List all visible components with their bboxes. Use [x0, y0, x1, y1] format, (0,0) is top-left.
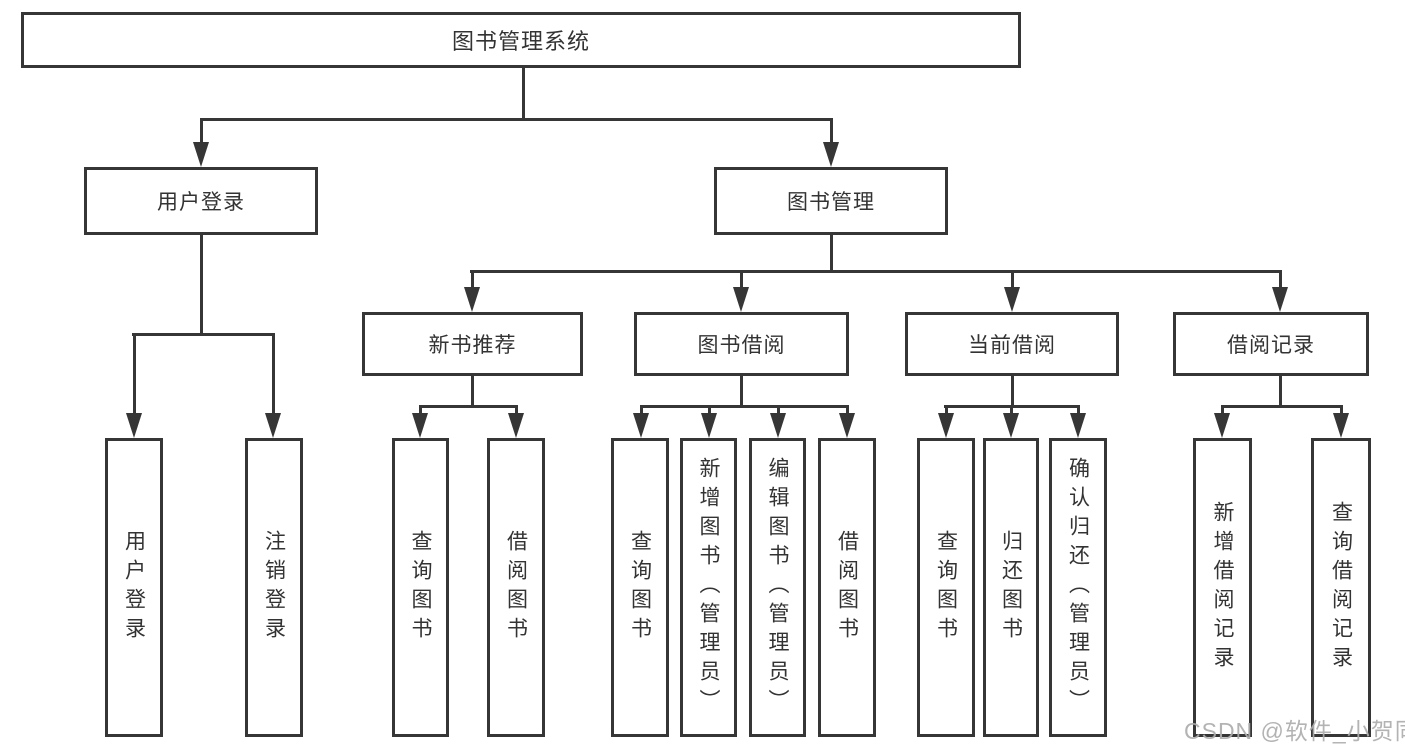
- arrow-down-icon: [1333, 405, 1349, 438]
- arrow-down-icon: [733, 270, 749, 312]
- edge-hline: [200, 118, 833, 121]
- arrow-down-icon: [1272, 270, 1288, 312]
- leaf-borrow-books: 借阅图书: [818, 438, 876, 737]
- leaf-query-books: 查询图书: [917, 438, 975, 737]
- arrow-down-icon: [265, 333, 281, 438]
- node-current-borrowing: 当前借阅: [905, 312, 1119, 376]
- edge-hline: [419, 405, 518, 408]
- arrow-down-icon: [508, 405, 524, 438]
- edge-vline: [470, 376, 474, 408]
- arrow-down-icon: [633, 405, 649, 438]
- edge-vline: [522, 68, 525, 121]
- leaf-user-login: 用户登录: [105, 438, 163, 737]
- edge-vline: [1278, 376, 1282, 408]
- leaf-borrow-books: 借阅图书: [487, 438, 545, 737]
- node-new-book-recommend: 新书推荐: [362, 312, 583, 376]
- node-library-management-system: 图书管理系统: [21, 12, 1021, 68]
- arrow-down-icon: [193, 118, 209, 167]
- edge-hline: [640, 405, 848, 408]
- leaf-query-books: 查询图书: [611, 438, 669, 737]
- node-book-borrowing: 图书借阅: [634, 312, 849, 376]
- leaf-add-borrow-record: 新增借阅记录: [1193, 438, 1252, 737]
- leaf-confirm-return-admin: 确认归还（管理员）: [1049, 438, 1107, 737]
- edge-vline: [1010, 376, 1014, 408]
- edge-hline: [470, 270, 1282, 273]
- edge-vline: [829, 235, 833, 273]
- arrow-down-icon: [823, 118, 839, 167]
- node-user-login: 用户登录: [84, 167, 318, 235]
- node-borrowing-records: 借阅记录: [1173, 312, 1369, 376]
- leaf-query-borrow-record: 查询借阅记录: [1311, 438, 1371, 737]
- csdn-watermark: CSDN @软件_小贺同学: [1184, 718, 1405, 744]
- leaf-return-books: 归还图书: [983, 438, 1039, 737]
- arrow-down-icon: [1003, 405, 1019, 438]
- leaf-logout: 注销登录: [245, 438, 303, 737]
- edge-hline: [1221, 405, 1343, 408]
- arrow-down-icon: [839, 405, 855, 438]
- edge-hline: [132, 333, 275, 336]
- arrow-down-icon: [1004, 270, 1020, 312]
- arrow-down-icon: [464, 270, 480, 312]
- arrow-down-icon: [412, 405, 428, 438]
- arrow-down-icon: [1214, 405, 1230, 438]
- arrow-down-icon: [938, 405, 954, 438]
- arrow-down-icon: [126, 333, 142, 438]
- leaf-add-books-admin: 新增图书（管理员）: [680, 438, 737, 737]
- edge-vline: [739, 376, 743, 408]
- leaf-query-books: 查询图书: [392, 438, 449, 737]
- arrow-down-icon: [1070, 405, 1086, 438]
- arrow-down-icon: [701, 405, 717, 438]
- edge-vline: [199, 235, 203, 335]
- leaf-edit-books-admin: 编辑图书（管理员）: [749, 438, 806, 737]
- node-book-management: 图书管理: [714, 167, 948, 235]
- arrow-down-icon: [770, 405, 786, 438]
